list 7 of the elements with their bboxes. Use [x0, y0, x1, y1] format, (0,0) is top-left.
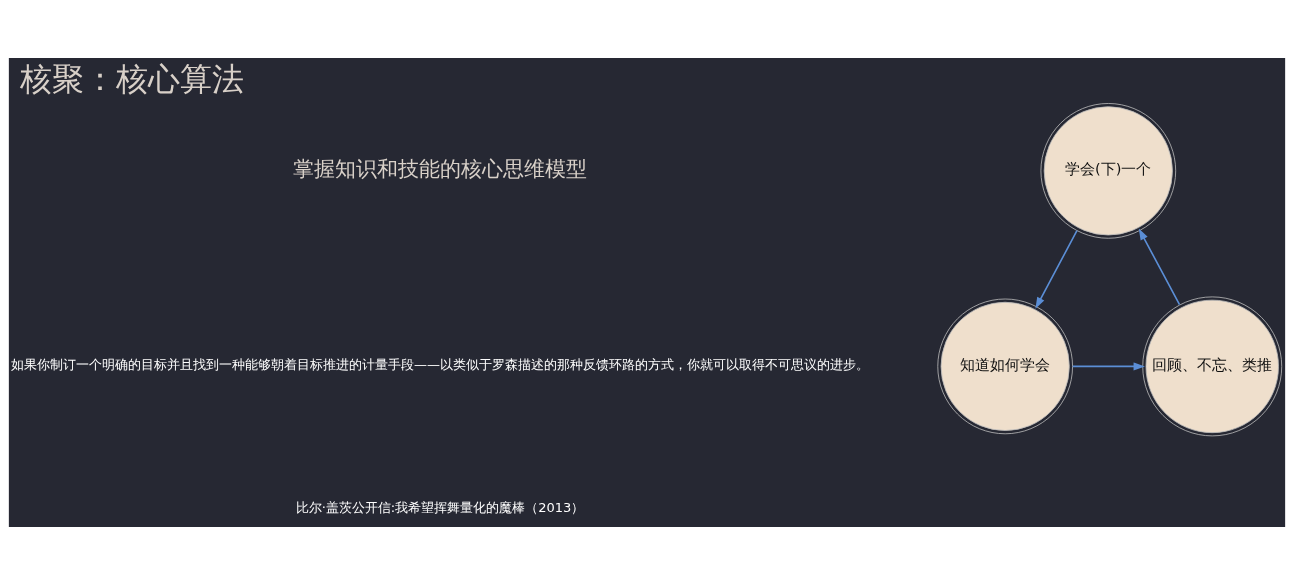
diagram-title: 核聚：核心算法 [19, 59, 244, 98]
arrow [1035, 229, 1078, 309]
arrow [1138, 228, 1181, 305]
label: 如果你制订一个明确的目标并且找到一种能够朝着目标推进的计量手段——以类似于罗森描述的那种反馈环路的方式，你就可以取得不可思议的进步。 [11, 356, 870, 372]
arrow [1071, 361, 1145, 370]
label: 掌握知识和技能的核心思维模型 [293, 155, 588, 181]
label: 比尔·盖茨公开信:我希望挥舞量化的魔棒（2013） [295, 499, 585, 515]
